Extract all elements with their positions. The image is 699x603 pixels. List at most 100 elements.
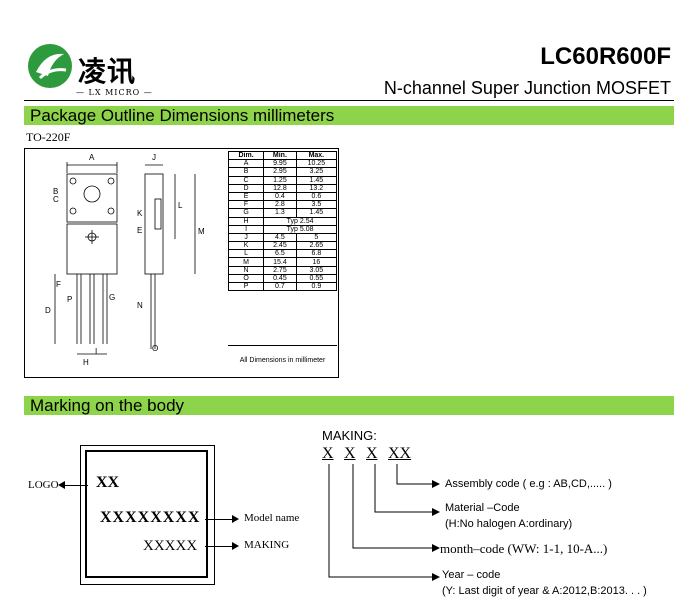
table-cell: 0.55 — [295, 273, 338, 284]
assembly-code-label: Assembly code ( e.g : AB,CD,..... ) — [445, 478, 612, 490]
company-logo: 凌讯 — LX MICRO — — [26, 42, 156, 98]
chip-body-outer — [80, 445, 215, 585]
table-cell: 1.45 — [295, 208, 338, 218]
part-number: LC60R600F — [540, 43, 671, 70]
dim-label-c: C — [53, 195, 59, 204]
dim-label-f: F — [56, 280, 61, 289]
table-cell: 2.95 — [263, 167, 297, 177]
table-cell: 0.6 — [295, 191, 338, 202]
table-cell: N — [227, 265, 265, 275]
year-code-label: Year – code — [442, 569, 501, 581]
table-cell: Typ 5.08 — [263, 224, 337, 234]
dim-label-o: O — [152, 344, 159, 353]
dim-label-m: M — [198, 227, 205, 236]
section-bar-dimensions: Package Outline Dimensions millimeters — [24, 106, 674, 125]
table-cell: C — [227, 175, 265, 185]
marking-line-logo: XX — [96, 474, 120, 491]
marking-line-making: XXXXX — [143, 538, 198, 554]
table-cell: 1.45 — [295, 175, 338, 185]
dim-label-i: I — [95, 347, 98, 356]
table-cell: 0.9 — [295, 281, 338, 292]
table-cell: 2.65 — [295, 241, 338, 251]
header-rule — [24, 100, 674, 101]
making-arrow-head — [232, 542, 239, 550]
logo-arrow-head — [58, 481, 65, 489]
chip-body-inner — [85, 450, 208, 578]
table-cell: 2.75 — [263, 265, 297, 275]
dim-label-h: H — [83, 358, 89, 367]
table-cell: K — [227, 241, 265, 251]
table-header-cell: Max. — [295, 150, 338, 161]
model-arrow-head — [232, 515, 239, 523]
table-cell: 16 — [295, 257, 338, 267]
table-cell: 10.25 — [295, 159, 338, 169]
table-cell: 13.2 — [295, 183, 338, 193]
table-cell: 12.8 — [263, 183, 297, 193]
logo-emblem-icon — [28, 44, 72, 88]
month-code-label: month–code (WW: 1-1, 10-A...) — [440, 541, 608, 556]
material-code-detail: (H:No halogen A:ordinary) — [445, 518, 573, 530]
section-title: Package Outline Dimensions millimeters — [30, 106, 335, 125]
year-code-detail: (Y: Last digit of year & A:2012,B:2013. … — [442, 585, 647, 597]
table-cell: 1.25 — [263, 175, 297, 185]
table-header-row: Dim.Min.Max. — [227, 150, 338, 161]
table-cell: 5 — [295, 232, 338, 243]
table-cell: D — [227, 183, 265, 193]
dim-label-p: P — [67, 295, 73, 304]
marking-line-model: XXXXXXXX — [100, 509, 201, 526]
making-legend-title: MAKING: — [322, 428, 377, 443]
package-name: TO-220F — [26, 130, 71, 144]
table-cell: M — [227, 257, 265, 267]
table-cell: L — [227, 249, 265, 259]
section-bar-marking: Marking on the body — [24, 396, 674, 415]
logo-label: LOGO — [28, 479, 59, 491]
table-header-cell: Dim. — [227, 150, 265, 161]
logo-subtitle: — LX MICRO — — [76, 88, 153, 97]
table-cell: 2.45 — [263, 241, 297, 251]
table-cell: P — [227, 281, 265, 292]
table-cell: B — [227, 167, 265, 177]
logo-chinese-name: 凌讯 — [78, 55, 137, 88]
table-cell: E — [227, 191, 265, 202]
dim-label-b: B — [53, 187, 59, 196]
table-cell: 0.4 — [263, 191, 297, 202]
table-cell: F — [227, 200, 265, 210]
dim-label-n: N — [137, 301, 143, 310]
table-cell: I — [227, 224, 265, 234]
table-cell: 3.25 — [295, 167, 338, 177]
table-cell: 0.45 — [263, 273, 297, 284]
making-leader-lines — [328, 464, 440, 581]
table-cell: G — [227, 208, 265, 218]
dim-label-d: D — [45, 306, 51, 315]
making-code-3: X — [366, 445, 378, 462]
table-cell: A — [227, 159, 265, 169]
table-cell: 1.3 — [263, 208, 297, 218]
dim-label-g: G — [109, 293, 116, 302]
table-cell: J — [227, 232, 265, 243]
table-cell: 6.8 — [295, 249, 338, 259]
dim-label-k: K — [137, 209, 143, 218]
product-subtitle: N-channel Super Junction MOSFET — [383, 78, 671, 98]
package-drawing-box: A J B C K L E M F P G N D I O H — [24, 148, 339, 378]
table-cell: Typ 2.54 — [263, 216, 337, 226]
logo-arrow — [60, 485, 88, 486]
material-code-label: Material –Code — [445, 502, 520, 514]
table-cell: O — [227, 273, 265, 284]
table-cell: 9.95 — [263, 159, 297, 169]
section-title: Marking on the body — [30, 396, 185, 415]
table-cell: 4.5 — [263, 232, 297, 243]
making-arrow — [205, 546, 235, 547]
making-code-2: X — [344, 445, 356, 462]
